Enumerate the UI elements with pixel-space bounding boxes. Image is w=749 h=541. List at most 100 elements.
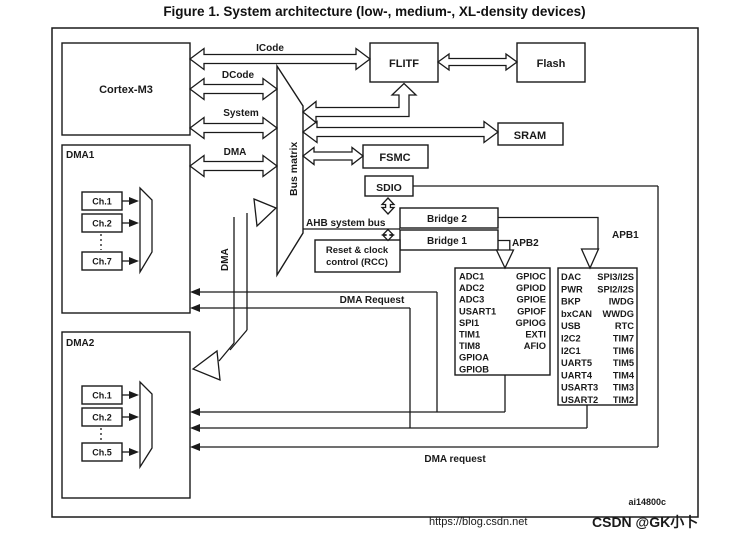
apb1-item: USART2 (561, 395, 598, 405)
arrowhead-dma2-3 (190, 443, 200, 451)
figure-id: ai14800c (628, 497, 666, 507)
apb2-item: AFIO (524, 341, 546, 351)
flitf-box (369, 42, 439, 83)
sdio-ahb-updown-arrow (380, 197, 396, 215)
connection-lines (190, 185, 659, 451)
apb1-item: RTC (615, 321, 634, 331)
apb1-item: USB (561, 321, 581, 331)
apb2-item: EXTI (525, 330, 546, 340)
flitf-flash-arrow (436, 52, 519, 72)
apb1-item: TIM7 (613, 334, 634, 344)
apb2-item: ADC3 (459, 295, 484, 305)
flash-label: Flash (537, 58, 566, 70)
apb1-item: bxCAN (561, 309, 592, 319)
cortex-m3-label: Cortex-M3 (99, 84, 153, 96)
sram-bus-arrow (301, 120, 500, 144)
apb1-item: TIM4 (613, 370, 635, 380)
apb2-item: SPI1 (459, 318, 479, 328)
apb1-item: UART4 (561, 370, 593, 380)
watermark-url: https://blog.csdn.net (429, 516, 527, 528)
dma1-box (61, 144, 191, 314)
dma2-ch2-arrow (129, 413, 139, 421)
dma2-ch1-arrow (129, 391, 139, 399)
apb-connections (495, 216, 600, 270)
apb1-item: UART5 (561, 358, 592, 368)
dma2-box (61, 331, 191, 499)
apb1-item: BKP (561, 297, 581, 307)
apb1-peripherals-box (557, 267, 638, 406)
dma1-channels (81, 186, 153, 275)
apb2-down-arrow (495, 249, 515, 270)
bridge2-label: Bridge 2 (427, 214, 467, 225)
dma2-ch5-arrow (129, 448, 139, 456)
arrowhead-dma2-2 (190, 424, 200, 432)
arrowhead-dma1-1 (190, 288, 200, 296)
apb1-item: TIM2 (613, 395, 634, 405)
rcc-ahb-updown-arrow (381, 228, 395, 242)
dma-vertical-bus (191, 197, 278, 382)
apb1-item: PWR (561, 284, 583, 294)
apb1-item: TIM3 (613, 383, 634, 393)
apb2-peripheral-list: ADC1 ADC2 ADC3 USART1 SPI1 TIM1 TIM8 GPI… (459, 272, 546, 375)
sram-box (497, 122, 564, 146)
bus-arrows (188, 47, 519, 242)
apb2-item: GPIOA (459, 353, 489, 363)
dma2-mux-shape (139, 380, 153, 470)
sram-label: SRAM (514, 130, 546, 142)
apb2-item: ADC1 (459, 272, 484, 282)
dma-bus-head-to-matrix (253, 197, 278, 228)
apb1-item: TIM5 (613, 358, 634, 368)
watermark-handle: CSDN @GK小卜 (592, 514, 698, 530)
dma1-ch2-label: Ch.2 (92, 219, 112, 229)
apb1-item: SPI2/I2S (597, 284, 634, 294)
bridge1-label: Bridge 1 (427, 236, 467, 247)
icode-bus-arrow (188, 47, 372, 71)
apb1-item: SPI3/I2S (597, 272, 634, 282)
apb2-item: USART1 (459, 306, 496, 316)
dma1-ch2-arrow (129, 219, 139, 227)
dma-bus-bend-right (229, 329, 248, 351)
dma2-label: DMA2 (66, 338, 95, 349)
bus-matrix-shape (276, 63, 304, 278)
flash-box (516, 42, 586, 83)
apb2-item: ADC2 (459, 283, 484, 293)
dma1-label: DMA1 (66, 150, 95, 161)
apb1-peripheral-list: DAC PWR BKP bxCAN USB I2C2 I2C1 UART5 UA… (561, 272, 635, 405)
dma2-channels (81, 380, 153, 470)
dma2-ch1-label: Ch.1 (92, 391, 112, 401)
apb1-down-arrow (580, 248, 600, 270)
apb1-item: I2C1 (561, 346, 581, 356)
ahb-system-bus-label: AHB system bus (306, 218, 386, 229)
apb1-item: WWDG (603, 309, 635, 319)
apb2-item: GPIOF (517, 306, 546, 316)
dma1-mux-shape (139, 186, 153, 275)
dma2-request-label: DMA request (424, 454, 486, 465)
dcode-label: DCode (222, 70, 255, 81)
apb2-item: TIM1 (459, 330, 480, 340)
apb1-item: USART3 (561, 383, 598, 393)
apb2-item: GPIOG (516, 318, 546, 328)
bridge1-apb2-trace (498, 239, 511, 250)
dma1-ch7-arrow (129, 257, 139, 265)
dma2-ch5-label: Ch.5 (92, 448, 112, 458)
apb2-label: APB2 (512, 238, 539, 249)
dma1-request-label: DMA Request (340, 295, 405, 306)
dma1-ch7-label: Ch.7 (92, 257, 112, 267)
dma-bus-bend-left (218, 342, 235, 362)
figure-title: Figure 1. System architecture (low-, med… (163, 4, 586, 19)
fsmc-bus-arrow (301, 146, 365, 166)
fsmc-label: FSMC (379, 152, 410, 164)
rcc-box (314, 239, 401, 273)
apb1-item: TIM6 (613, 346, 634, 356)
dma-bus-head-to-dma2 (191, 349, 221, 382)
dma1-ch1-label: Ch.1 (92, 197, 112, 207)
rcc-label-line1: Reset & clock (326, 245, 389, 256)
flitf-bent-bus-arrow (301, 82, 418, 124)
arrowhead-dma2-1 (190, 408, 200, 416)
system-label: System (223, 108, 259, 119)
cortex-m3-box (61, 42, 191, 136)
dma-core-label: DMA (224, 147, 247, 158)
apb2-item: GPIOE (517, 295, 546, 305)
